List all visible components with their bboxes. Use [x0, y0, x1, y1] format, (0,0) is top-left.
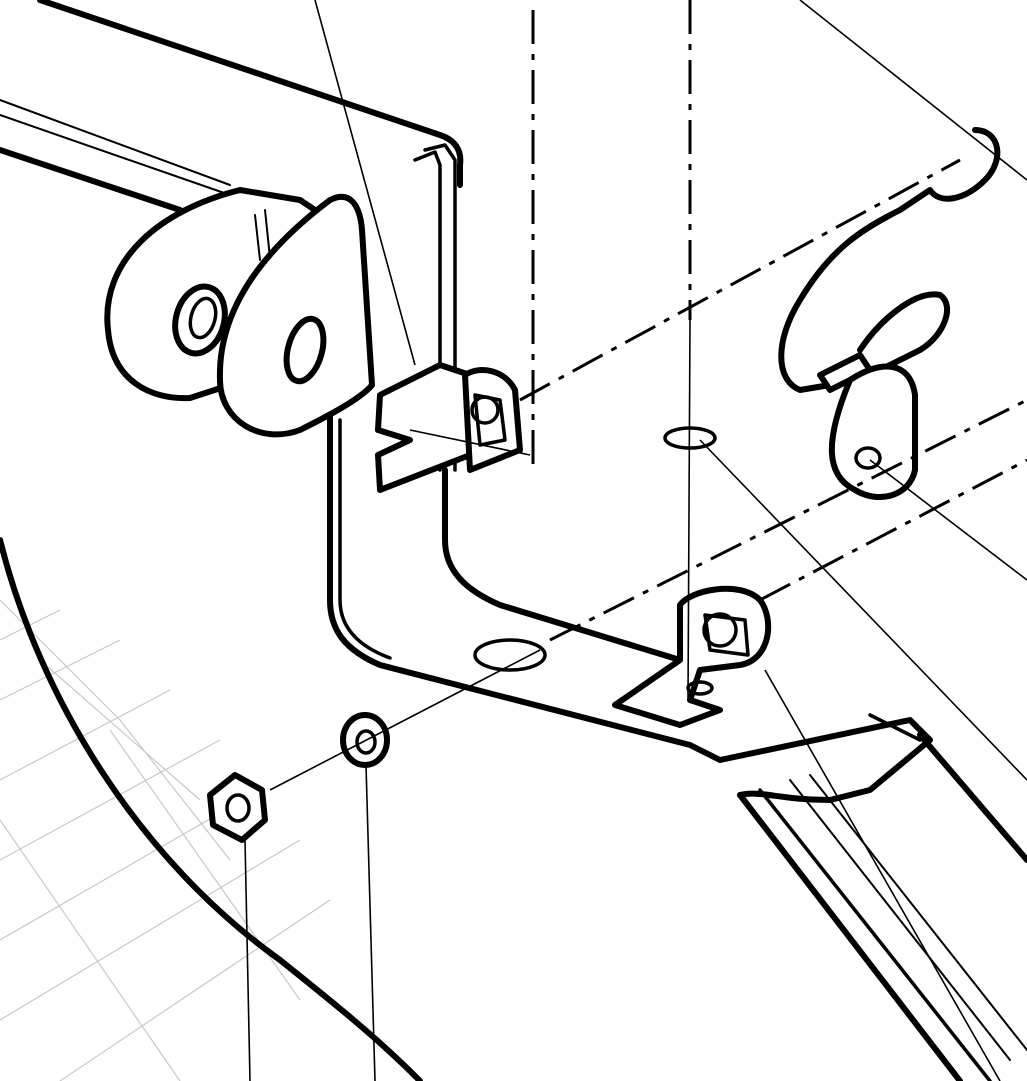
- hinge-plate: [104, 187, 375, 438]
- frame-bracket: [327, 397, 1027, 1081]
- hex-nut: [207, 772, 268, 843]
- tab-bracket-upper: [375, 362, 523, 493]
- housing-shell: [0, 537, 423, 1081]
- tab-bracket-lower: [612, 585, 772, 728]
- lynch-pin: [778, 127, 1001, 501]
- center-lines: [519, 0, 1027, 642]
- frame-rail: [0, 0, 464, 472]
- leader-lines: [244, 0, 1027, 1081]
- floor-grid: [0, 599, 331, 1081]
